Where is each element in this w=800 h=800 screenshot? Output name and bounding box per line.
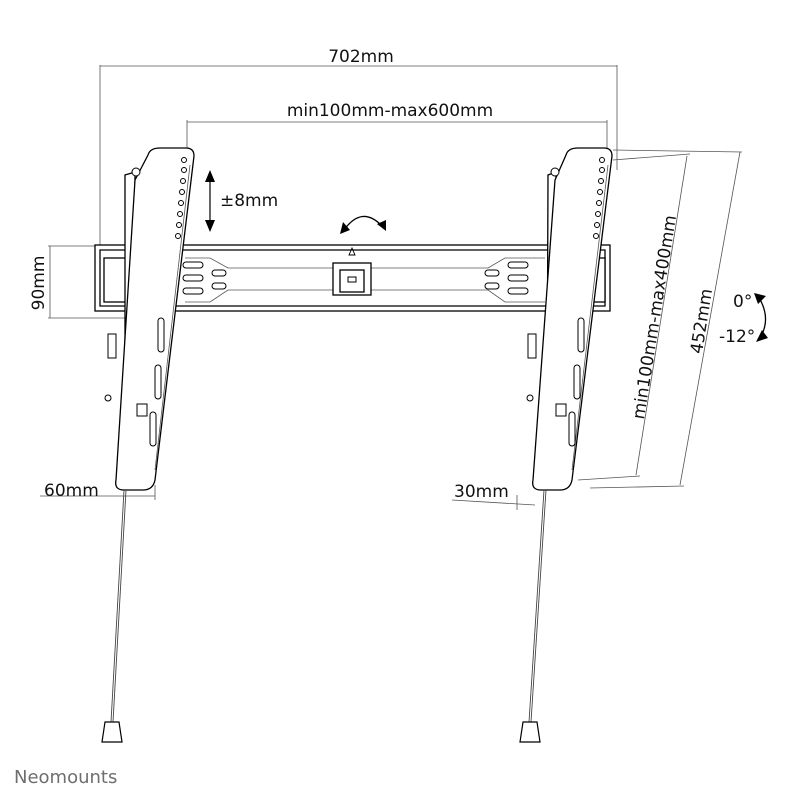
rail-height-label: 90mm: [29, 256, 49, 311]
vesa-horizontal-label: min100mm-max600mm: [287, 101, 493, 121]
release-cords: [101, 489, 547, 743]
right-cord-pull-tab: [519, 721, 541, 743]
brand-logo: Neomounts: [14, 767, 117, 788]
tilt-min-label: -12°: [719, 327, 755, 347]
height-adjust-arrow: [205, 170, 215, 232]
dimension-lines: [40, 65, 743, 510]
arm-length-label: 452mm: [687, 287, 717, 355]
wall-depth-top-label: 60mm: [44, 481, 99, 501]
vesa-vertical-label: min100mm-max400mm: [629, 214, 681, 421]
tilt-max-label: 0°: [733, 292, 752, 312]
right-mounting-arm: [526, 147, 613, 491]
overall-width-label: 702mm: [328, 47, 394, 67]
rotation-arrow-icon: [340, 215, 386, 234]
tilt-arrow-icon: [754, 293, 768, 342]
left-mounting-arm: [104, 147, 195, 491]
left-cord-pull-tab: [101, 721, 123, 743]
wall-depth-bottom-label: 30mm: [454, 482, 509, 502]
height-adjust-label: ±8mm: [220, 191, 278, 211]
